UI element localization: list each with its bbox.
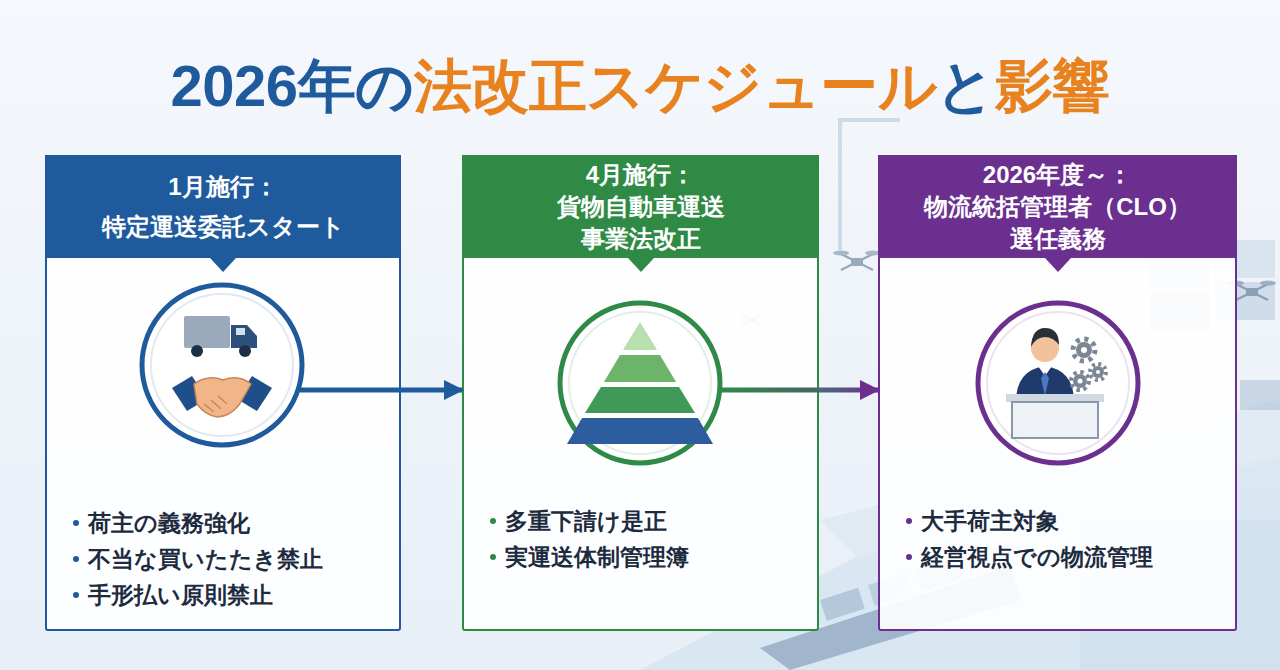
arrow-lead	[718, 388, 819, 393]
gear-hole	[1096, 370, 1100, 374]
bullet-text: 不当な買いたたき禁止	[88, 546, 323, 572]
arrow-lead	[300, 388, 401, 393]
icon-ring	[569, 312, 711, 454]
ship-container	[820, 588, 865, 621]
bullet-item: 荷主の義務強化	[73, 505, 391, 541]
pyramid-tier	[585, 387, 695, 413]
icon-circle	[978, 303, 1138, 463]
bullet-text: 荷主の義務強化	[88, 510, 250, 536]
pyramid-tier	[623, 322, 657, 350]
icon-ring	[151, 294, 293, 436]
drone-body	[1246, 288, 1258, 296]
icon-ring	[987, 312, 1129, 454]
drone-rotor	[1260, 281, 1276, 286]
desk	[1012, 402, 1098, 438]
truck-icon	[184, 316, 257, 357]
bullet-dot	[490, 518, 496, 524]
icon-circle	[560, 303, 720, 463]
drone	[833, 251, 881, 271]
sleeve	[172, 376, 207, 411]
bullet-list: 荷主の義務強化不当な買いたたき禁止手形払い原則禁止	[73, 505, 391, 613]
drone-body	[851, 258, 863, 266]
bullet-text: 実運送体制管理簿	[505, 544, 689, 570]
handshake-icon	[172, 376, 272, 417]
flow-arrow	[819, 388, 878, 393]
desk-top	[1006, 394, 1104, 402]
gear-hole	[1081, 347, 1087, 353]
truck-wheel	[239, 345, 251, 357]
pyramid-icon	[567, 322, 713, 444]
header-band: 4月施行： 貨物自動車運送 事業法改正	[462, 155, 819, 258]
bullet-dot	[906, 554, 912, 560]
gear	[1073, 374, 1087, 388]
bullet-item: 多重下請け是正	[490, 503, 809, 539]
truck-cab	[231, 325, 257, 348]
diagram-title: 2026年の法改正スケジュールと影響	[170, 48, 1109, 124]
bullet-dot	[906, 518, 912, 524]
bullet-list: 多重下請け是正実運送体制管理簿	[490, 503, 809, 575]
bullet-item: 大手荷主対象	[906, 503, 1227, 539]
gear-teeth	[1090, 364, 1106, 380]
gear-teeth	[1073, 339, 1095, 361]
schedule-box: 1月施行： 特定運送委託スタート荷主の義務強化不当な買いたたき禁止手形払い原則禁…	[45, 155, 401, 631]
gear	[1092, 366, 1104, 378]
person-body	[1016, 366, 1074, 402]
pyramid-tier	[604, 355, 676, 382]
bullet-item: 経営視点での物流管理	[906, 539, 1227, 575]
bullet-list: 大手荷主対象経営視点での物流管理	[906, 503, 1227, 575]
drone-arm	[841, 254, 873, 270]
bullet-text: 経営視点での物流管理	[921, 544, 1153, 570]
bullet-dot	[73, 592, 79, 598]
bullet-text: 大手荷主対象	[921, 508, 1059, 534]
bullet-dot	[73, 520, 79, 526]
header-pointer	[1045, 258, 1071, 272]
person-collar	[1038, 366, 1052, 376]
gear	[1076, 342, 1092, 358]
truck-cargo	[184, 316, 230, 348]
header-pointer	[210, 258, 236, 272]
bullet-text: 多重下請け是正	[505, 508, 667, 534]
bullet-dot	[490, 554, 496, 560]
hands	[194, 378, 251, 417]
person-hair	[1031, 328, 1059, 347]
header-text: 1月施行： 特定運送委託スタート	[79, 167, 367, 247]
gear-hole	[1078, 379, 1083, 384]
bullet-item: 不当な買いたたき禁止	[73, 541, 391, 577]
title-area: 2026年の法改正スケジュールと影響	[0, 48, 1280, 139]
bullet-dot	[73, 556, 79, 562]
bullet-item: 実運送体制管理簿	[490, 539, 809, 575]
schedule-box: 2026年度～： 物流統括管理者（CLO） 選任義務大手荷主対象経営視点での物流…	[878, 155, 1237, 631]
bullet-text: 手形払い原則禁止	[88, 582, 273, 608]
pyramid-tier	[567, 418, 713, 444]
fingers	[204, 396, 227, 412]
drone-rotor	[833, 251, 849, 256]
header-text: 2026年度～： 物流統括管理者（CLO） 選任義務	[902, 159, 1214, 255]
header-band: 1月施行： 特定運送委託スタート	[45, 155, 401, 258]
header-text: 4月施行： 貨物自動車運送 事業法改正	[521, 159, 761, 255]
drone-arm	[1236, 284, 1268, 300]
header-band: 2026年度～： 物流統括管理者（CLO） 選任義務	[878, 155, 1237, 258]
header-pointer	[628, 258, 654, 272]
schedule-box: 4月施行： 貨物自動車運送 事業法改正多重下請け是正実運送体制管理簿	[462, 155, 819, 631]
flow-arrow	[401, 388, 462, 393]
sleeve	[237, 376, 272, 411]
bullet-item: 手形払い原則禁止	[73, 577, 391, 613]
manager-icon	[1006, 328, 1106, 438]
container	[1240, 380, 1280, 410]
person-tie	[1041, 372, 1049, 396]
person-head	[1031, 334, 1059, 362]
truck-wheel	[191, 345, 203, 357]
gear-teeth	[1071, 372, 1089, 390]
truck-window	[236, 328, 245, 335]
icon-circle	[142, 285, 302, 445]
